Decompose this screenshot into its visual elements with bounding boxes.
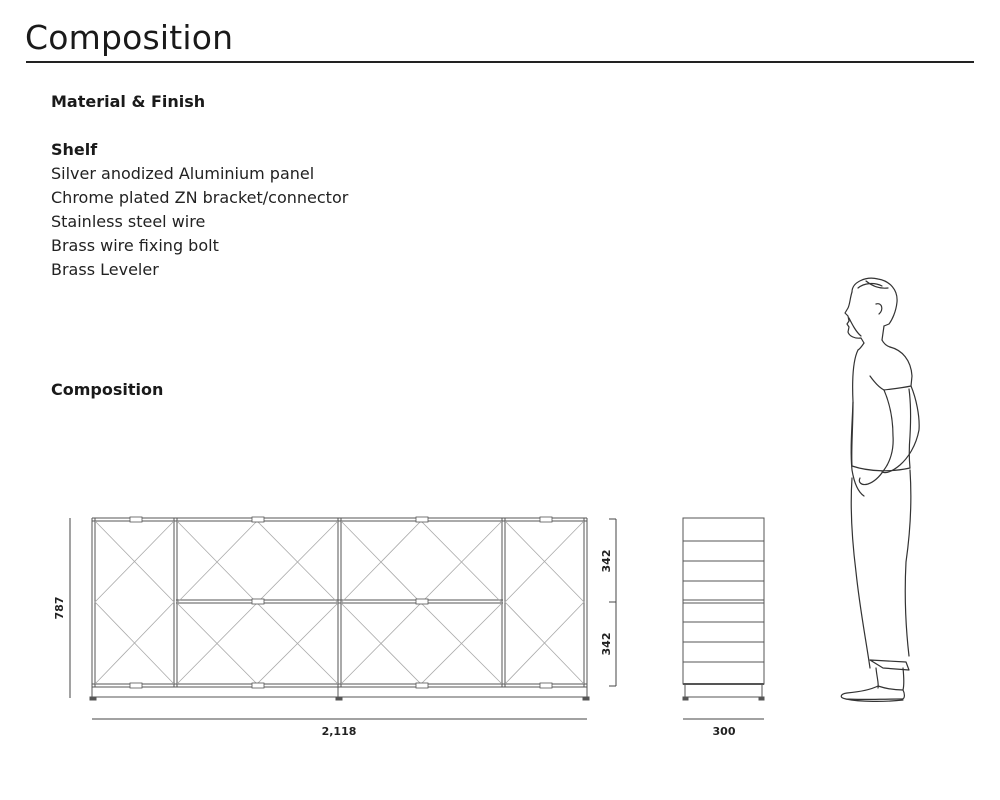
human-scale-figure <box>840 277 920 702</box>
side-elevation <box>682 517 765 701</box>
page-title: Composition <box>25 18 234 57</box>
tier-upper-label: 342 <box>600 550 613 573</box>
material-item: Stainless steel wire <box>51 212 206 231</box>
depth-dimension: 300 <box>683 718 764 738</box>
material-item: Brass wire fixing bolt <box>51 236 219 255</box>
material-item: Brass Leveler <box>51 260 159 279</box>
tier-lower-label: 342 <box>600 633 613 656</box>
material-item: Silver anodized Aluminium panel <box>51 164 315 183</box>
width-dimension-label: 2,118 <box>322 725 357 738</box>
material-item: Chrome plated ZN bracket/connector <box>51 188 349 207</box>
front-elevation <box>89 517 590 701</box>
width-dimension: 2,118 <box>92 718 587 738</box>
title-divider <box>26 61 974 63</box>
shelf-heading: Shelf <box>51 140 98 159</box>
depth-dimension-label: 300 <box>713 725 736 738</box>
composition-heading: Composition <box>51 380 164 399</box>
rail-connectors <box>129 516 553 689</box>
height-dimension: 787 <box>53 518 71 698</box>
height-dimension-label: 787 <box>53 597 66 620</box>
tier-dimensions <box>609 518 617 687</box>
material-list: Silver anodized Aluminium panel Chrome p… <box>51 162 348 282</box>
material-finish-heading: Material & Finish <box>51 92 206 111</box>
